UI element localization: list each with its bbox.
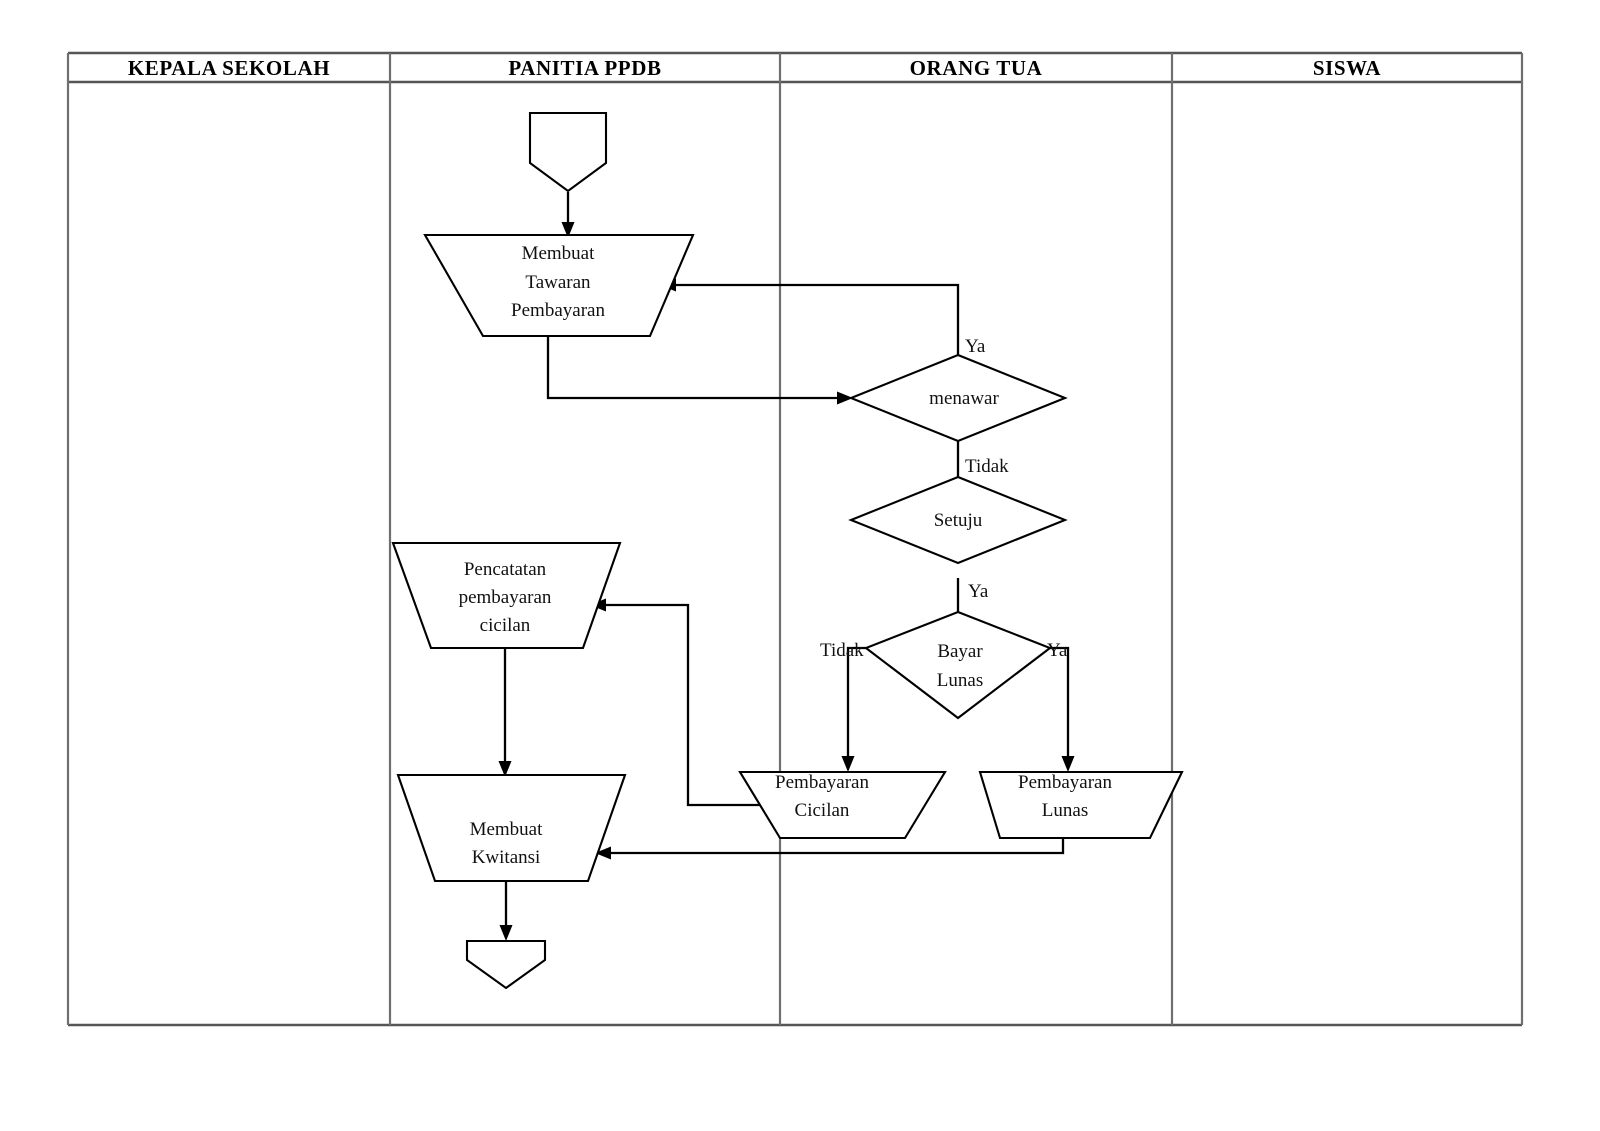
node-label-line: menawar: [929, 388, 999, 409]
node-label-line: Pembayaran: [775, 772, 869, 793]
swimlane-header-orang-tua: ORANG TUA: [910, 56, 1043, 80]
node-label-line: Kwitansi: [472, 847, 541, 868]
node-pembayaran-cicilan[interactable]: Pembayaran Cicilan: [738, 770, 947, 840]
swimlane-header-kepala-sekolah: KEPALA SEKOLAH: [128, 56, 330, 80]
node-menawar-decision[interactable]: menawar: [848, 353, 1068, 443]
edge-label-setuju-ya: Ya: [968, 581, 989, 602]
node-label-line: Pembayaran: [1018, 772, 1112, 793]
node-pencatatan-pembayaran-cicilan[interactable]: Pencatatan pembayaran cicilan: [391, 541, 622, 650]
node-setuju-decision[interactable]: Setuju: [848, 475, 1068, 565]
node-label-line: cicilan: [480, 615, 531, 636]
edge-membuat-kwitansi-to-end: [499, 881, 513, 941]
node-membuat-tawaran-pembayaran[interactable]: Membuat Tawaran Pembayaran: [423, 233, 695, 338]
edge-label-menawar-tidak: Tidak: [965, 456, 1009, 477]
node-label-line: Membuat: [470, 819, 544, 840]
node-label-line: Bayar: [937, 641, 983, 662]
swimlane-headers: KEPALA SEKOLAH PANITIA PPDB ORANG TUA SI…: [128, 56, 1382, 80]
node-label-line: Setuju: [934, 510, 983, 531]
node-pembayaran-lunas[interactable]: Pembayaran Lunas: [978, 770, 1184, 840]
edge-label-menawar-ya: Ya: [965, 336, 986, 357]
edge-pencatatan-to-membuat-kwitansi: [498, 649, 512, 777]
edge-pembayaran-lunas-to-membuat-kwitansi: [595, 839, 1065, 860]
edge-start-to-membuat-tawaran: [561, 192, 575, 238]
edge-bayar-lunas-ya-to-pembayaran-lunas: [1048, 646, 1075, 772]
node-label-line: Lunas: [1042, 800, 1088, 821]
edge-labels: Ya Tidak Ya Tidak Ya: [820, 336, 1068, 661]
connectors: [498, 192, 1075, 941]
node-label-line: pembayaran: [459, 587, 552, 608]
swimlane-header-siswa: SISWA: [1313, 56, 1382, 80]
node-start-terminator[interactable]: [528, 111, 608, 193]
node-label-line: Lunas: [937, 670, 983, 691]
edge-label-bayar-lunas-tidak: Tidak: [820, 640, 864, 661]
edge-menawar-ya-to-membuat-tawaran: [660, 278, 960, 355]
node-bayar-lunas-decision[interactable]: Bayar Lunas: [863, 610, 1053, 720]
node-label-line: Membuat: [522, 243, 596, 264]
node-label-line: Pencatatan: [464, 559, 547, 580]
node-label-line: Tawaran: [525, 272, 591, 293]
node-end-terminator[interactable]: [465, 939, 547, 990]
edge-label-bayar-lunas-ya: Ya: [1047, 640, 1068, 661]
edge-bayar-lunas-tidak-to-pembayaran-cicilan: [841, 646, 868, 772]
swimlane-table-grid: [66, 51, 1524, 1027]
node-membuat-kwitansi[interactable]: Membuat Kwitansi: [396, 773, 627, 883]
edge-membuat-tawaran-to-menawar: [546, 336, 853, 405]
node-label-line: Cicilan: [795, 800, 850, 821]
swimlane-header-panitia-ppdb: PANITIA PPDB: [508, 56, 661, 80]
node-label-line: Pembayaran: [511, 300, 605, 321]
